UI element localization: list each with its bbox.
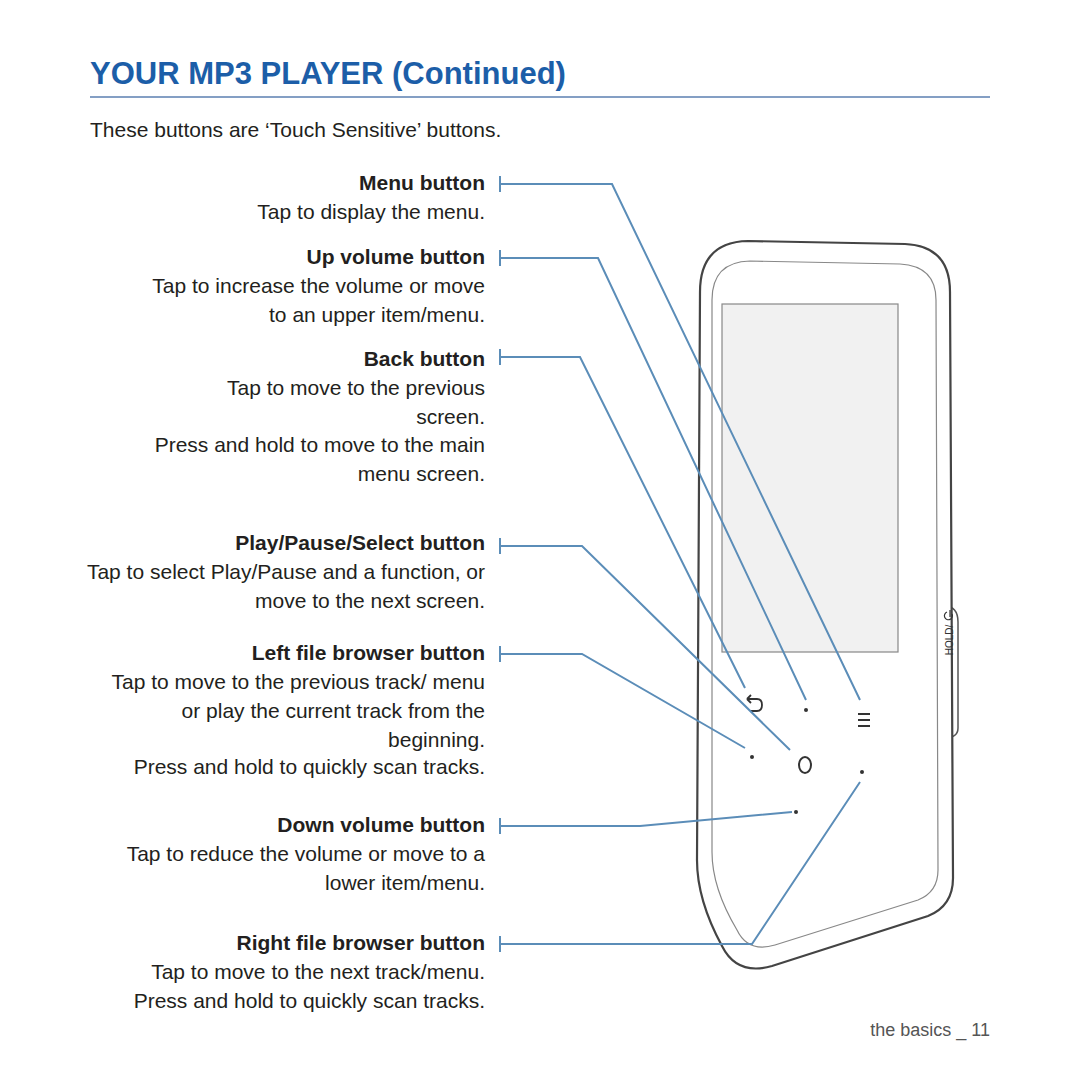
callout-text: Tap to move to the previous track/ menu …	[93, 667, 485, 754]
callout-heading: Up volume button	[307, 242, 485, 271]
player-face	[712, 261, 938, 947]
callout-text: Tap to reduce the volume or move to a lo…	[93, 839, 485, 897]
select-ring	[799, 757, 811, 773]
page-number: the basics _ 11	[870, 1016, 990, 1045]
callout-text: Press and hold to quickly scan tracks.	[55, 752, 485, 781]
player-body	[697, 241, 953, 969]
screen	[722, 304, 898, 652]
callout-heading: Play/Pause/Select button	[235, 528, 485, 557]
power-icon	[944, 610, 952, 620]
intro-note: These buttons are ‘Touch Sensitive’ butt…	[90, 115, 501, 144]
title-rule	[90, 96, 990, 98]
callout-text: Tap to move to the next track/menu.	[65, 957, 485, 986]
callout-text: Tap to move to the previous screen.	[165, 373, 485, 431]
callout-heading: Left file browser button	[252, 638, 485, 667]
callout-heading: Down volume button	[277, 810, 485, 839]
callout-heading: Menu button	[359, 168, 485, 197]
callout-text: Tap to increase the volume or move to an…	[140, 271, 485, 329]
right-dot	[860, 770, 864, 774]
page-title: YOUR MP3 PLAYER (Continued)	[90, 56, 566, 92]
down-dot	[794, 810, 798, 814]
leader-lines	[500, 176, 860, 952]
callout-text: Tap to select Play/Pause and a function,…	[65, 557, 485, 615]
callout-text: Tap to display the menu.	[155, 197, 485, 226]
callout-text: Press and hold to quickly scan tracks.	[55, 986, 485, 1015]
left-dot	[750, 755, 754, 759]
callout-heading: Right file browser button	[237, 928, 485, 957]
menu-icon	[858, 714, 870, 726]
callout-heading: Back button	[364, 344, 485, 373]
switch-label: HOLD/	[944, 625, 956, 656]
up-dot	[804, 708, 808, 712]
callout-text: Press and hold to move to the main menu …	[140, 430, 485, 488]
back-icon	[747, 695, 762, 711]
